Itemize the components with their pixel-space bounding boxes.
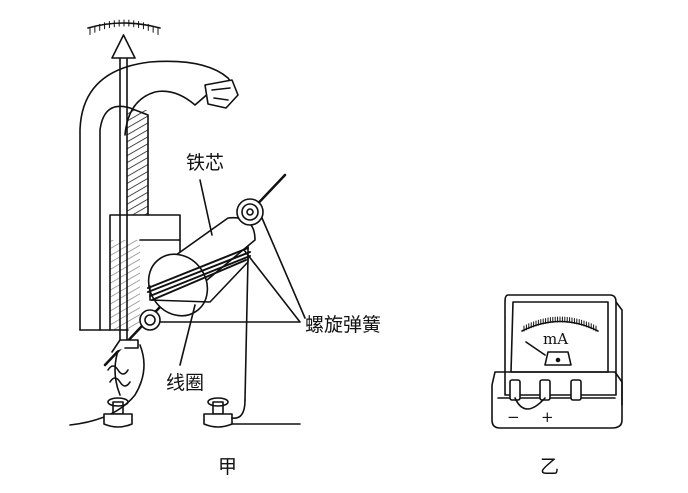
label-spiral-spring: 螺旋弹簧 xyxy=(305,314,382,336)
terminal-left xyxy=(103,397,133,428)
label-coil: 线圈 xyxy=(166,372,205,394)
caption-figure-a: 甲 xyxy=(218,456,238,478)
milliammeter xyxy=(491,294,623,429)
spiral-spring-top xyxy=(236,198,264,226)
terminal-minus-label: − xyxy=(507,408,520,426)
terminal-right xyxy=(203,397,301,428)
scale-arc xyxy=(87,19,161,35)
meter-unit-label: mA xyxy=(543,330,569,348)
hairspring-bottom xyxy=(107,365,131,387)
pointer-arrow xyxy=(111,34,136,346)
horseshoe-magnet xyxy=(79,60,239,331)
label-iron-core: 铁芯 xyxy=(186,152,225,174)
spring-leader-lines xyxy=(159,217,306,323)
coil xyxy=(147,245,251,303)
spiral-spring-bottom xyxy=(139,309,161,331)
caption-figure-b: 乙 xyxy=(540,456,560,478)
label-leader-lines xyxy=(179,179,213,366)
terminal-plus-label: + xyxy=(541,408,554,426)
